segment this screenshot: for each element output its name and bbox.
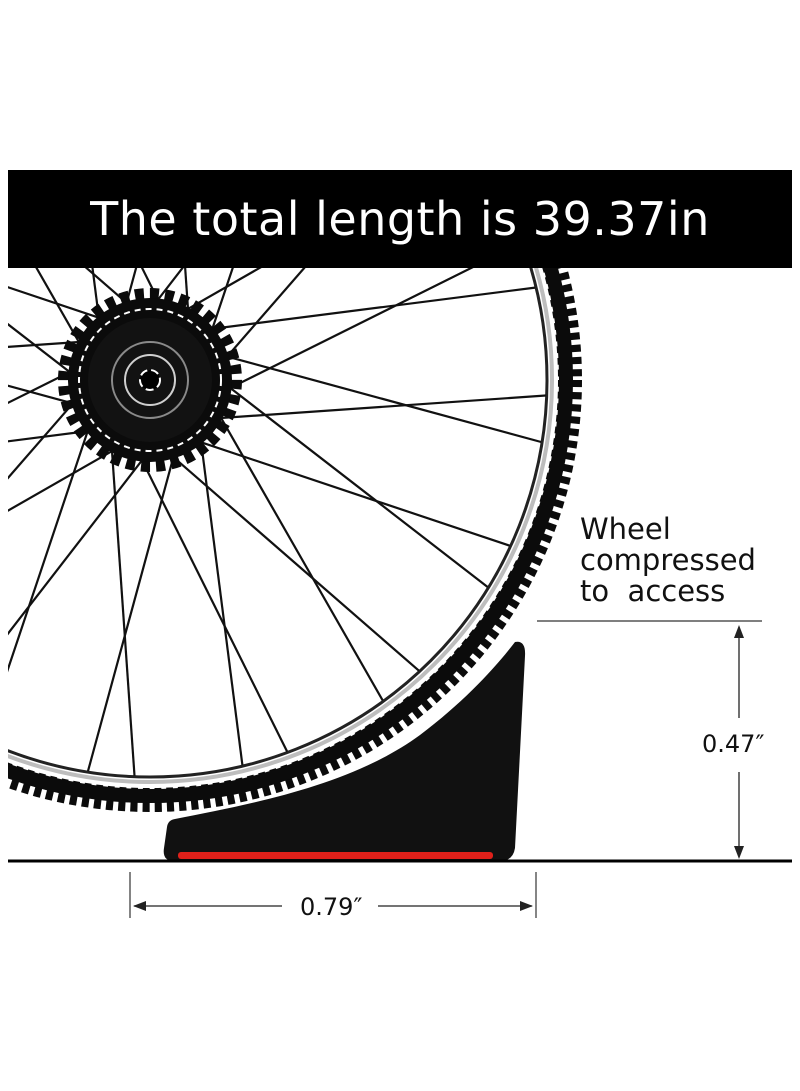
annotation-line-2: compressed bbox=[580, 543, 756, 577]
spoke bbox=[207, 268, 234, 342]
cassette-teeth bbox=[58, 288, 242, 472]
width-dimension bbox=[129, 872, 537, 918]
spoke bbox=[110, 438, 136, 776]
axle bbox=[139, 369, 161, 391]
tire-inner bbox=[8, 268, 573, 803]
width-label: 0.79″ bbox=[300, 893, 363, 921]
height-label: 0.47″ bbox=[702, 730, 765, 758]
title: The total length is 39.37in bbox=[90, 192, 710, 246]
spoke bbox=[188, 437, 511, 547]
dimension-arrow-icon bbox=[133, 901, 146, 911]
spoke bbox=[8, 443, 124, 512]
rim bbox=[8, 268, 554, 784]
hub-ring-inner bbox=[124, 354, 176, 406]
spoke bbox=[8, 340, 92, 349]
block-body bbox=[163, 641, 526, 861]
spoke bbox=[91, 268, 102, 331]
bicycle-wheel-icon bbox=[8, 268, 582, 812]
annotation-note: Wheel compressed to access bbox=[580, 514, 756, 607]
spoke bbox=[122, 268, 138, 316]
annotation-line-3: to access bbox=[580, 574, 726, 608]
spoke bbox=[208, 394, 546, 420]
annotation-line-1: Wheel bbox=[580, 512, 671, 546]
spoke bbox=[8, 365, 82, 405]
dimension-arrow-icon bbox=[520, 901, 533, 911]
spoke bbox=[199, 286, 536, 332]
hub-ring bbox=[111, 341, 189, 419]
spoke bbox=[198, 429, 244, 766]
height-dimension bbox=[537, 620, 762, 859]
title-banner: The total length is 39.37in bbox=[8, 170, 792, 268]
spoke bbox=[214, 352, 542, 444]
dimension-arrow-icon bbox=[734, 846, 744, 859]
spoke bbox=[8, 418, 93, 673]
cassette-ring bbox=[78, 308, 222, 452]
spoke bbox=[84, 268, 138, 313]
spoke bbox=[217, 268, 306, 368]
rim-edge bbox=[8, 268, 549, 779]
spoke bbox=[86, 444, 178, 772]
spoke bbox=[8, 392, 83, 480]
wheel-riser-block-icon bbox=[163, 641, 526, 861]
spoke bbox=[219, 379, 489, 588]
spoke bbox=[162, 447, 420, 672]
dimension-arrow-icon bbox=[734, 625, 744, 638]
spokes bbox=[8, 268, 546, 776]
spoke bbox=[135, 448, 289, 752]
base-strip bbox=[178, 852, 493, 859]
spoke bbox=[8, 286, 112, 323]
